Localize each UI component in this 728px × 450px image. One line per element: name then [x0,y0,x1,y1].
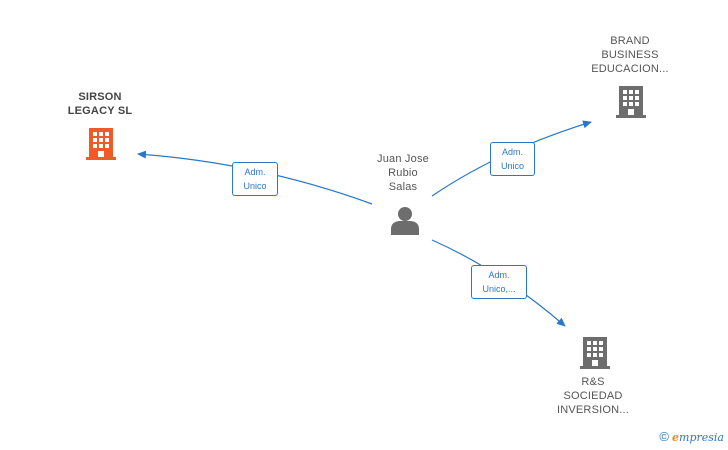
company-brand-label[interactable]: BRAND BUSINESS EDUCACION... [580,34,680,76]
edge-label-brand[interactable]: Adm. Unico [490,142,535,176]
company-brand-line: BRAND [610,35,650,47]
person-name-line: Salas [388,181,418,193]
company-rs-line: INVERSION... [556,404,630,416]
edge-label-rs[interactable]: Adm. Unico,... [471,265,527,299]
empresia-watermark: © empresia [659,429,724,444]
company-brand-line: BUSINESS [601,49,659,61]
company-sirson-line: SIRSON [78,91,122,103]
edge-label-line: Adm. [501,147,523,157]
person-icon[interactable] [389,205,421,235]
edge-label-sirson[interactable]: Adm. Unico [232,162,278,196]
person-name-line: Juan Jose [377,153,429,165]
edge-label-line: Unico [243,181,267,191]
company-brand-line: EDUCACION... [591,63,669,75]
company-sirson-label[interactable]: SIRSON LEGACY SL [50,90,150,118]
company-rs-line: R&S [581,376,605,388]
person-name[interactable]: Juan Jose Rubio Salas [362,152,444,194]
company-rs-line: SOCIEDAD [563,390,623,402]
brand-initial: e [672,431,680,444]
person-name-line: Rubio [388,167,418,179]
copyright-icon: © [659,429,669,444]
edge-label-line: Unico,... [482,284,516,294]
brand-name: mpresia [679,431,724,444]
company-sirson-line: LEGACY SL [67,105,133,117]
company-rs-label[interactable]: R&S SOCIEDAD INVERSION... [543,375,643,417]
edge-label-line: Adm. [244,167,266,177]
building-icon[interactable] [580,335,610,369]
building-icon[interactable] [86,126,116,160]
edge-label-line: Unico [500,161,524,171]
building-icon[interactable] [616,84,646,118]
edge-label-line: Adm. [488,270,510,280]
